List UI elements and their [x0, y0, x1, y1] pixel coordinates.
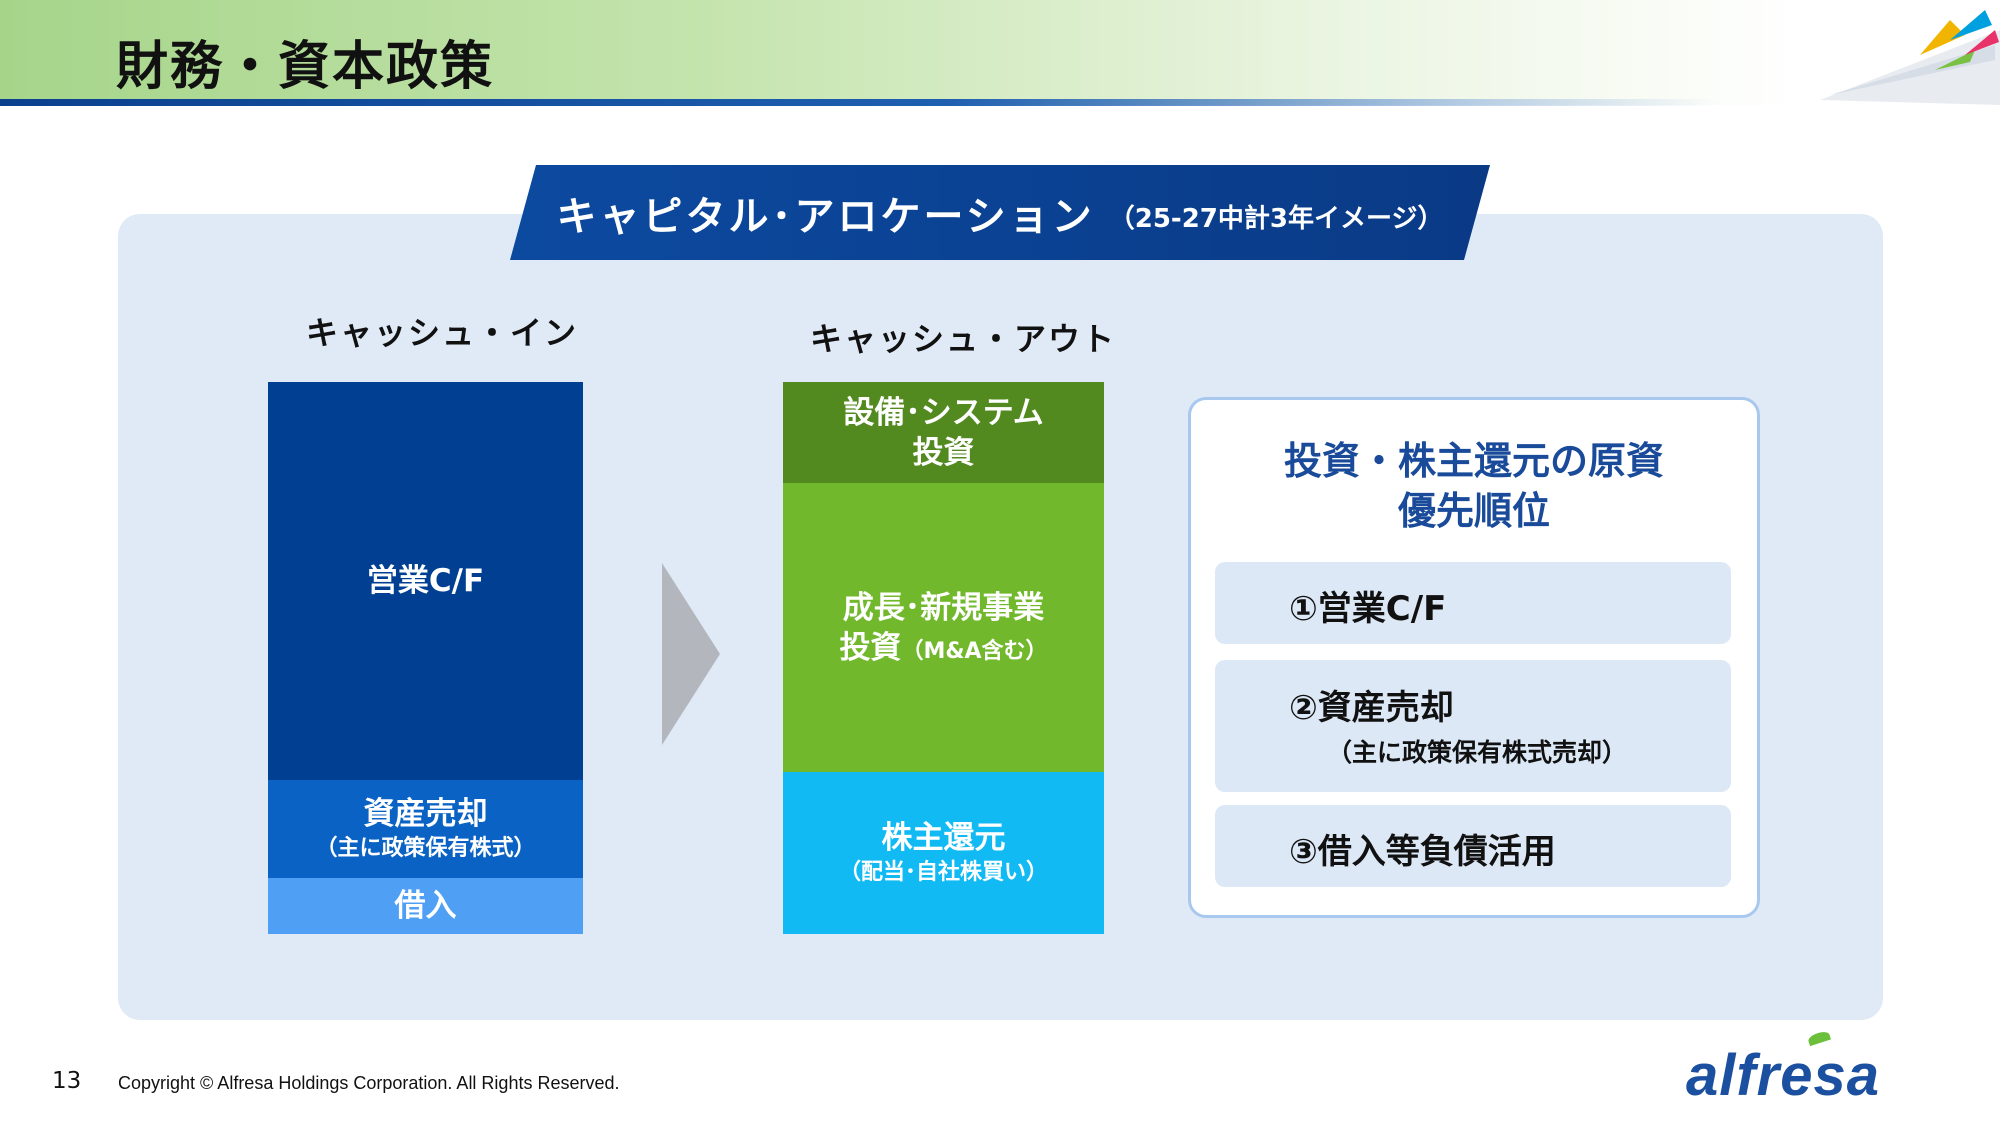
priority-title-line2: 優先順位 [1397, 489, 1550, 533]
block-label: 借入 [394, 888, 457, 924]
block-label-line1: 設備･システム [843, 394, 1044, 431]
priority-item-label: ②資産売却 [1289, 688, 1454, 728]
block-label-line2: 投資 [912, 434, 975, 471]
block-label: 株主還元 [881, 820, 1006, 856]
company-logo: alfresa [1686, 1043, 1881, 1108]
funding-priority-box: 投資・株主還元の原資 優先順位 ①営業C/F ②資産売却 （主に政策保有株式売却… [1188, 397, 1760, 918]
block-label-line1: 成長･新規事業 [842, 589, 1045, 626]
cash-in-operating-cf: 営業C/F [268, 382, 583, 780]
header-underline [0, 99, 1720, 106]
block-sublabel: （M&A含む） [901, 638, 1048, 664]
page-number: 13 [52, 1068, 82, 1094]
banner-title: キャピタル･アロケーション [556, 193, 1095, 240]
priority-item-operating-cf: ①営業C/F [1215, 562, 1731, 644]
cash-in-heading: キャッシュ・イン [306, 314, 579, 352]
priority-item-label: ③借入等負債活用 [1289, 832, 1556, 872]
block-label: 営業C/F [366, 563, 485, 599]
cash-out-growth-investment: 成長･新規事業 投資 （M&A含む） [783, 483, 1104, 772]
block-sublabel: （主に政策保有株式） [315, 836, 536, 861]
banner-subtitle: （25-27中計3年イメージ） [1108, 204, 1444, 234]
cash-in-borrowing: 借入 [268, 878, 583, 934]
header-decoration-icon [1820, 10, 2000, 105]
header-bar [0, 0, 2001, 105]
section-banner: キャピタル･アロケーション （25-27中計3年イメージ） [510, 165, 1490, 260]
cash-out-heading: キャッシュ・アウト [810, 320, 1117, 358]
copyright-text: Copyright © Alfresa Holdings Corporation… [118, 1073, 620, 1093]
priority-item-label: ①営業C/F [1289, 589, 1447, 629]
priority-title: 投資・株主還元の原資 優先順位 [1191, 436, 1757, 536]
priority-item-borrowing: ③借入等負債活用 [1215, 805, 1731, 887]
priority-item-sublabel: （主に政策保有株式売却） [1327, 738, 1628, 767]
priority-title-line1: 投資・株主還元の原資 [1283, 439, 1664, 483]
cash-out-capex: 設備･システム 投資 [783, 382, 1104, 483]
block-label: 資産売却 [363, 796, 488, 832]
block-label-line2: 投資 [839, 629, 902, 666]
cash-out-shareholder-returns: 株主還元 （配当･自社株買い） [783, 772, 1104, 934]
page-title: 財務・資本政策 [116, 37, 495, 97]
block-label-line2-group: 投資 （M&A含む） [839, 628, 1047, 668]
block-sublabel: （配当･自社株買い） [838, 860, 1048, 885]
priority-item-asset-sales: ②資産売却 （主に政策保有株式売却） [1215, 660, 1731, 792]
cash-in-asset-sales: 資産売却 （主に政策保有株式） [268, 780, 583, 878]
